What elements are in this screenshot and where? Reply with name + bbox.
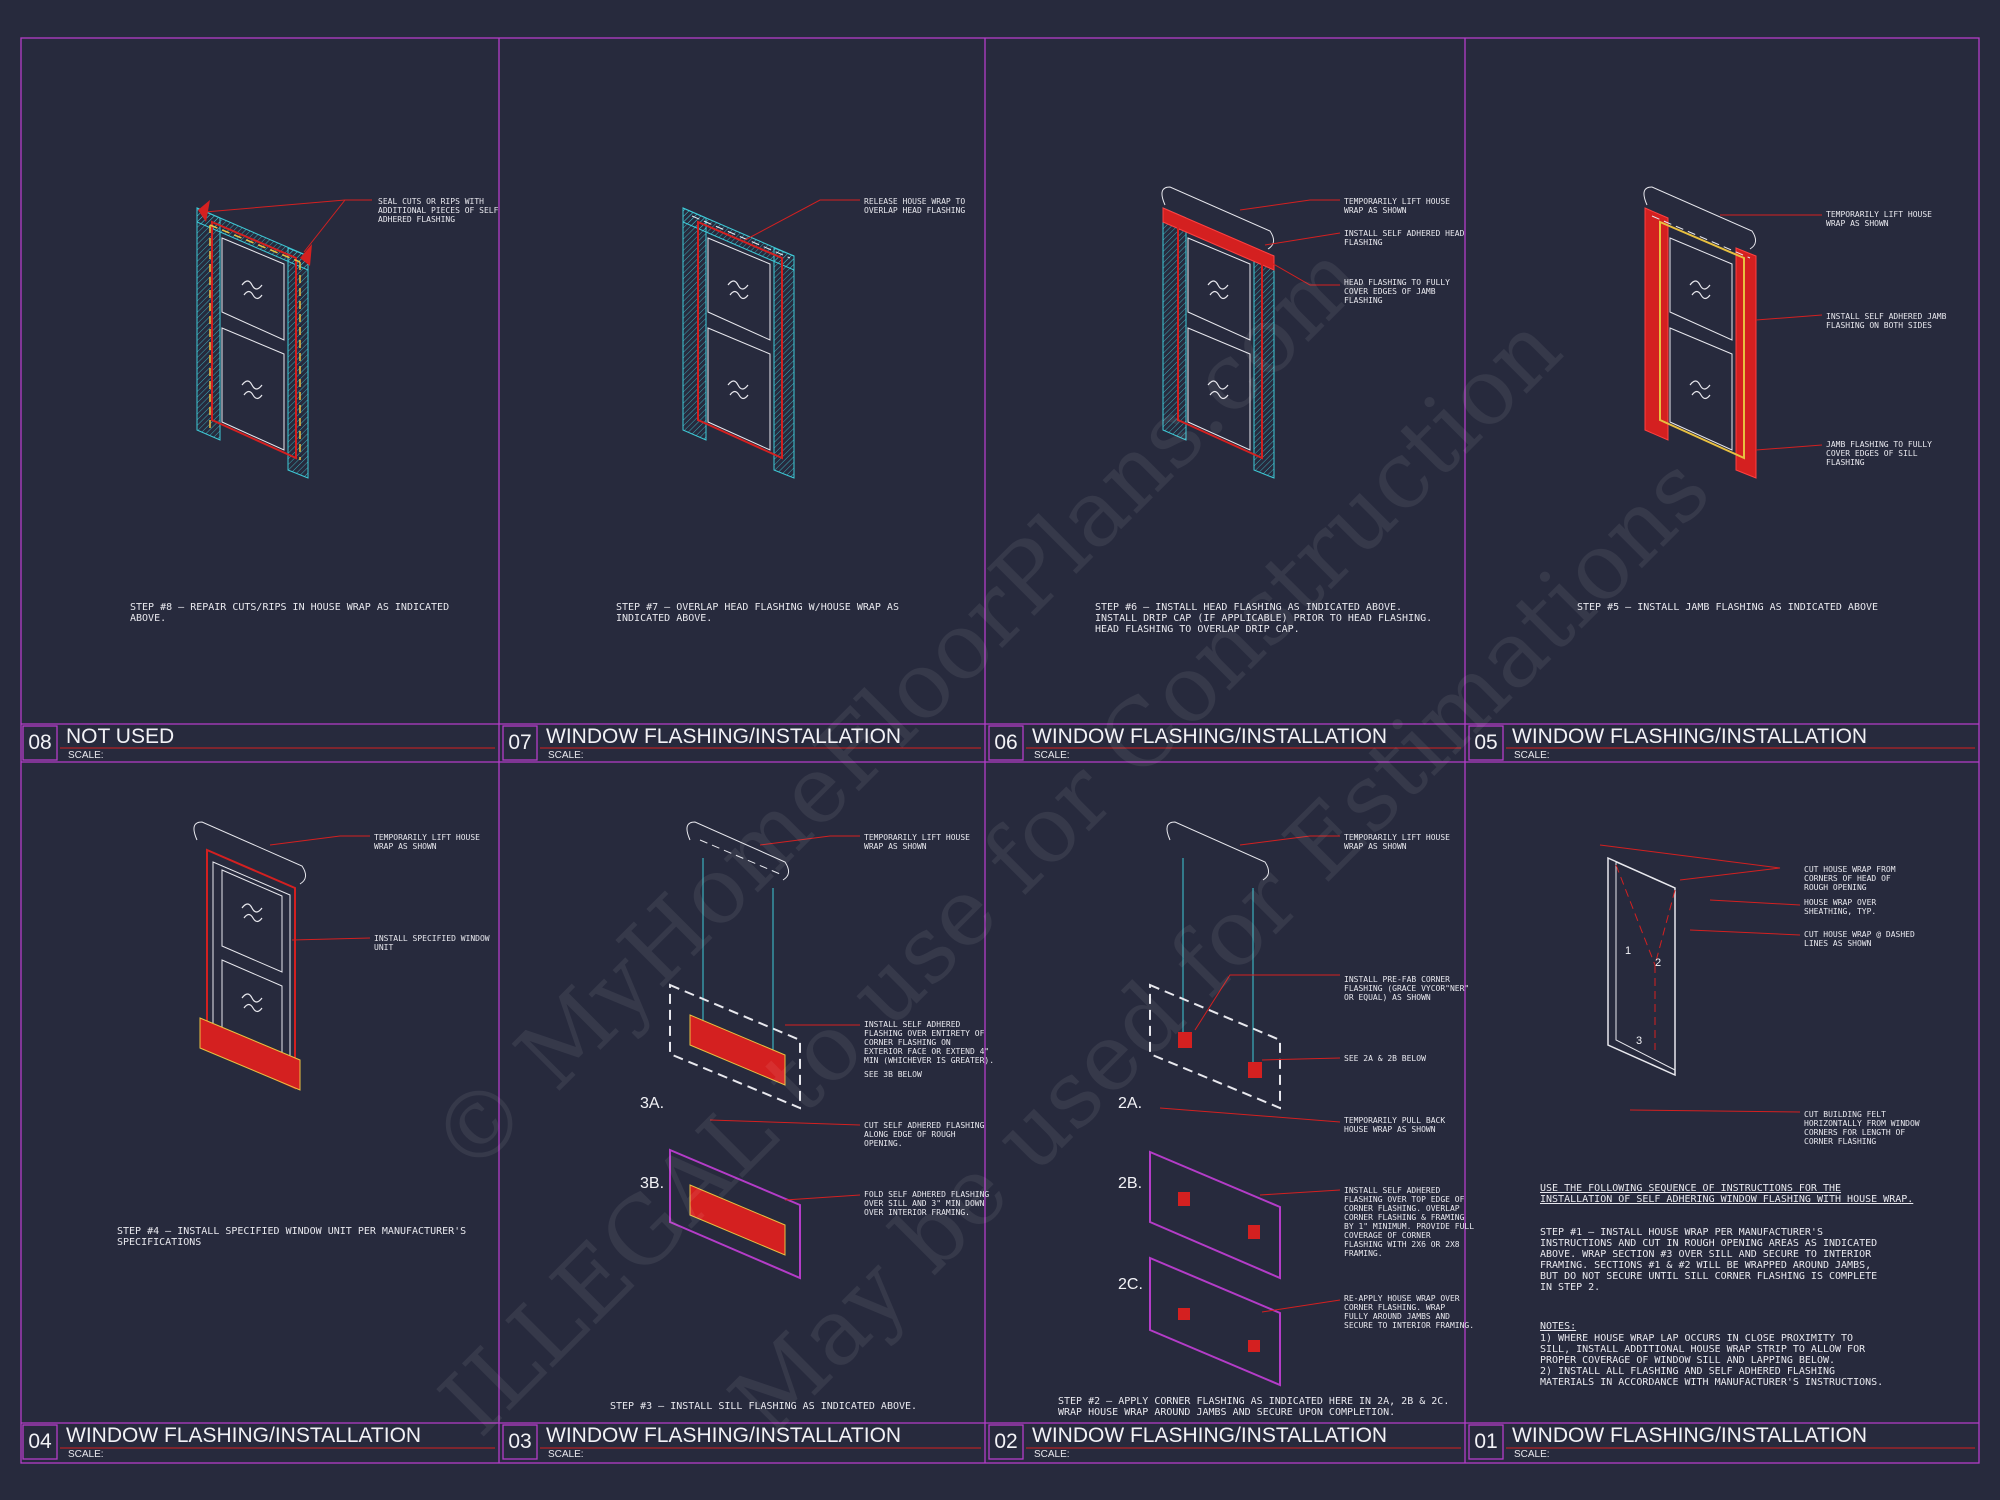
sub-detail-label: 3B.: [640, 1175, 665, 1192]
detail-number: 02: [994, 1430, 1018, 1453]
callout: HEAD FLASHING TO FULLY COVER EDGES OF JA…: [1344, 278, 1450, 305]
sub-detail-label: 2A.: [1118, 1095, 1143, 1112]
callout: INSTALL SELF ADHERED FLASHING OVER TOP E…: [1344, 1186, 1475, 1258]
callout: RELEASE HOUSE WRAP TO OVERLAP HEAD FLASH…: [864, 197, 966, 215]
scale-label: SCALE:: [1514, 750, 1550, 761]
sub-detail-label: 2C.: [1118, 1276, 1143, 1293]
callout: CUT SELF ADHERED FLASHING ALONG EDGE OF …: [864, 1121, 985, 1148]
title-underlines: [60, 747, 1975, 1449]
callout: JAMB FLASHING TO FULLY COVER EDGES OF SI…: [1826, 440, 1932, 467]
corner-detail-02: [1149, 821, 1341, 1387]
callout: INSTALL SPECIFIED WINDOW UNIT: [374, 934, 490, 952]
step-note: STEP #3 – INSTALL SILL FLASHING AS INDIC…: [610, 1401, 918, 1412]
notes-title: NOTES:: [1540, 1321, 1577, 1332]
callout: CUT BUILDING FELT HORIZONTALLY FROM WIND…: [1804, 1110, 1920, 1146]
callout: SEAL CUTS OR RIPS WITH ADDITIONAL PIECES…: [378, 197, 499, 224]
number-boxes: [22, 725, 1504, 1460]
scale-label: SCALE:: [1514, 1449, 1550, 1460]
detail-title: NOT USED: [66, 725, 175, 748]
callout: TEMPORARILY LIFT HOUSE WRAP AS SHOWN: [1344, 833, 1450, 851]
sill-detail-03: [669, 821, 861, 1280]
section-number: 1: [1625, 945, 1632, 957]
notes-body: 1) WHERE HOUSE WRAP LAP OCCURS IN CLOSE …: [1540, 1333, 1884, 1388]
callout: FOLD SELF ADHERED FLASHING OVER SILL AND…: [864, 1190, 990, 1217]
window-detail-07: [682, 199, 860, 479]
detail-title: WINDOW FLASHING/INSTALLATION: [546, 1424, 902, 1447]
callout: HOUSE WRAP OVER SHEATHING, TYP.: [1804, 898, 1877, 916]
detail-title: WINDOW FLASHING/INSTALLATION: [66, 1424, 422, 1447]
step-note: STEP #7 – OVERLAP HEAD FLASHING W/HOUSE …: [616, 602, 899, 624]
detail-number: 08: [28, 731, 52, 754]
scale-label: SCALE:: [68, 1449, 104, 1460]
callout: TEMPORARILY LIFT HOUSE WRAP AS SHOWN: [864, 833, 970, 851]
sub-detail-label: 3A.: [640, 1095, 665, 1112]
detail-title: WINDOW FLASHING/INSTALLATION: [546, 725, 902, 748]
detail-title: WINDOW FLASHING/INSTALLATION: [1512, 1424, 1868, 1447]
scale-label: SCALE:: [68, 750, 104, 761]
house-wrap-detail-01: [1599, 844, 1801, 1113]
callout: INSTALL PRE-FAB CORNER FLASHING (GRACE V…: [1344, 975, 1470, 1002]
section-number: 3: [1636, 1035, 1643, 1047]
callout: INSTALL SELF ADHERED HEAD FLASHING: [1344, 229, 1465, 247]
callout: TEMPORARILY LIFT HOUSE WRAP AS SHOWN: [374, 833, 480, 851]
step-note: STEP #5 – INSTALL JAMB FLASHING AS INDIC…: [1577, 602, 1879, 613]
window-detail-04: [193, 821, 371, 1091]
callout: TEMPORARILY PULL BACK HOUSE WRAP AS SHOW…: [1344, 1116, 1446, 1134]
callout: INSTALL SELF ADHERED JAMB FLASHING ON BO…: [1826, 312, 1947, 330]
detail-number: 05: [1474, 731, 1498, 754]
window-detail-05: [1643, 186, 1823, 479]
step-note: STEP #4 – INSTALL SPECIFIED WINDOW UNIT …: [117, 1226, 467, 1248]
window-detail-08: [196, 199, 372, 479]
callout: CUT HOUSE WRAP FROM CORNERS OF HEAD OF R…: [1804, 865, 1896, 892]
step-note: STEP #2 – APPLY CORNER FLASHING AS INDIC…: [1058, 1396, 1450, 1418]
callout: SEE 2A & 2B BELOW: [1344, 1054, 1426, 1063]
window-detail-06: [1161, 186, 1341, 479]
detail-title: WINDOW FLASHING/INSTALLATION: [1032, 1424, 1388, 1447]
callout: SEE 3B BELOW: [864, 1070, 922, 1079]
detail-title: WINDOW FLASHING/INSTALLATION: [1032, 725, 1388, 748]
detail-title: WINDOW FLASHING/INSTALLATION: [1512, 725, 1868, 748]
sheet-frame: [20, 37, 1980, 1464]
detail-number: 01: [1474, 1430, 1498, 1453]
detail-number: 07: [508, 731, 532, 754]
scale-label: SCALE:: [548, 1449, 584, 1460]
callout: CUT HOUSE WRAP @ DASHED LINES AS SHOWN: [1804, 930, 1915, 948]
section-number: 2: [1655, 957, 1662, 969]
intro-note: USE THE FOLLOWING SEQUENCE OF INSTRUCTIO…: [1540, 1183, 1914, 1205]
callout: TEMPORARILY LIFT HOUSE WRAP AS SHOWN: [1826, 210, 1932, 228]
detail-number: 06: [994, 731, 1018, 754]
callout: RE-APPLY HOUSE WRAP OVER CORNER FLASHING…: [1344, 1294, 1475, 1330]
detail-number: 03: [508, 1430, 532, 1453]
step-note: STEP #8 – REPAIR CUTS/RIPS IN HOUSE WRAP…: [130, 602, 450, 624]
detail-number: 04: [28, 1430, 52, 1453]
step-note: STEP #1 – INSTALL HOUSE WRAP PER MANUFAC…: [1540, 1227, 1878, 1293]
scale-label: SCALE:: [1034, 1449, 1070, 1460]
sub-detail-label: 2B.: [1118, 1175, 1143, 1192]
step-note: STEP #6 – INSTALL HEAD FLASHING AS INDIC…: [1095, 602, 1433, 635]
callout: INSTALL SELF ADHERED FLASHING OVER ENTIR…: [864, 1020, 995, 1065]
callout: TEMPORARILY LIFT HOUSE WRAP AS SHOWN: [1344, 197, 1450, 215]
scale-label: SCALE:: [1034, 750, 1070, 761]
scale-label: SCALE:: [548, 750, 584, 761]
